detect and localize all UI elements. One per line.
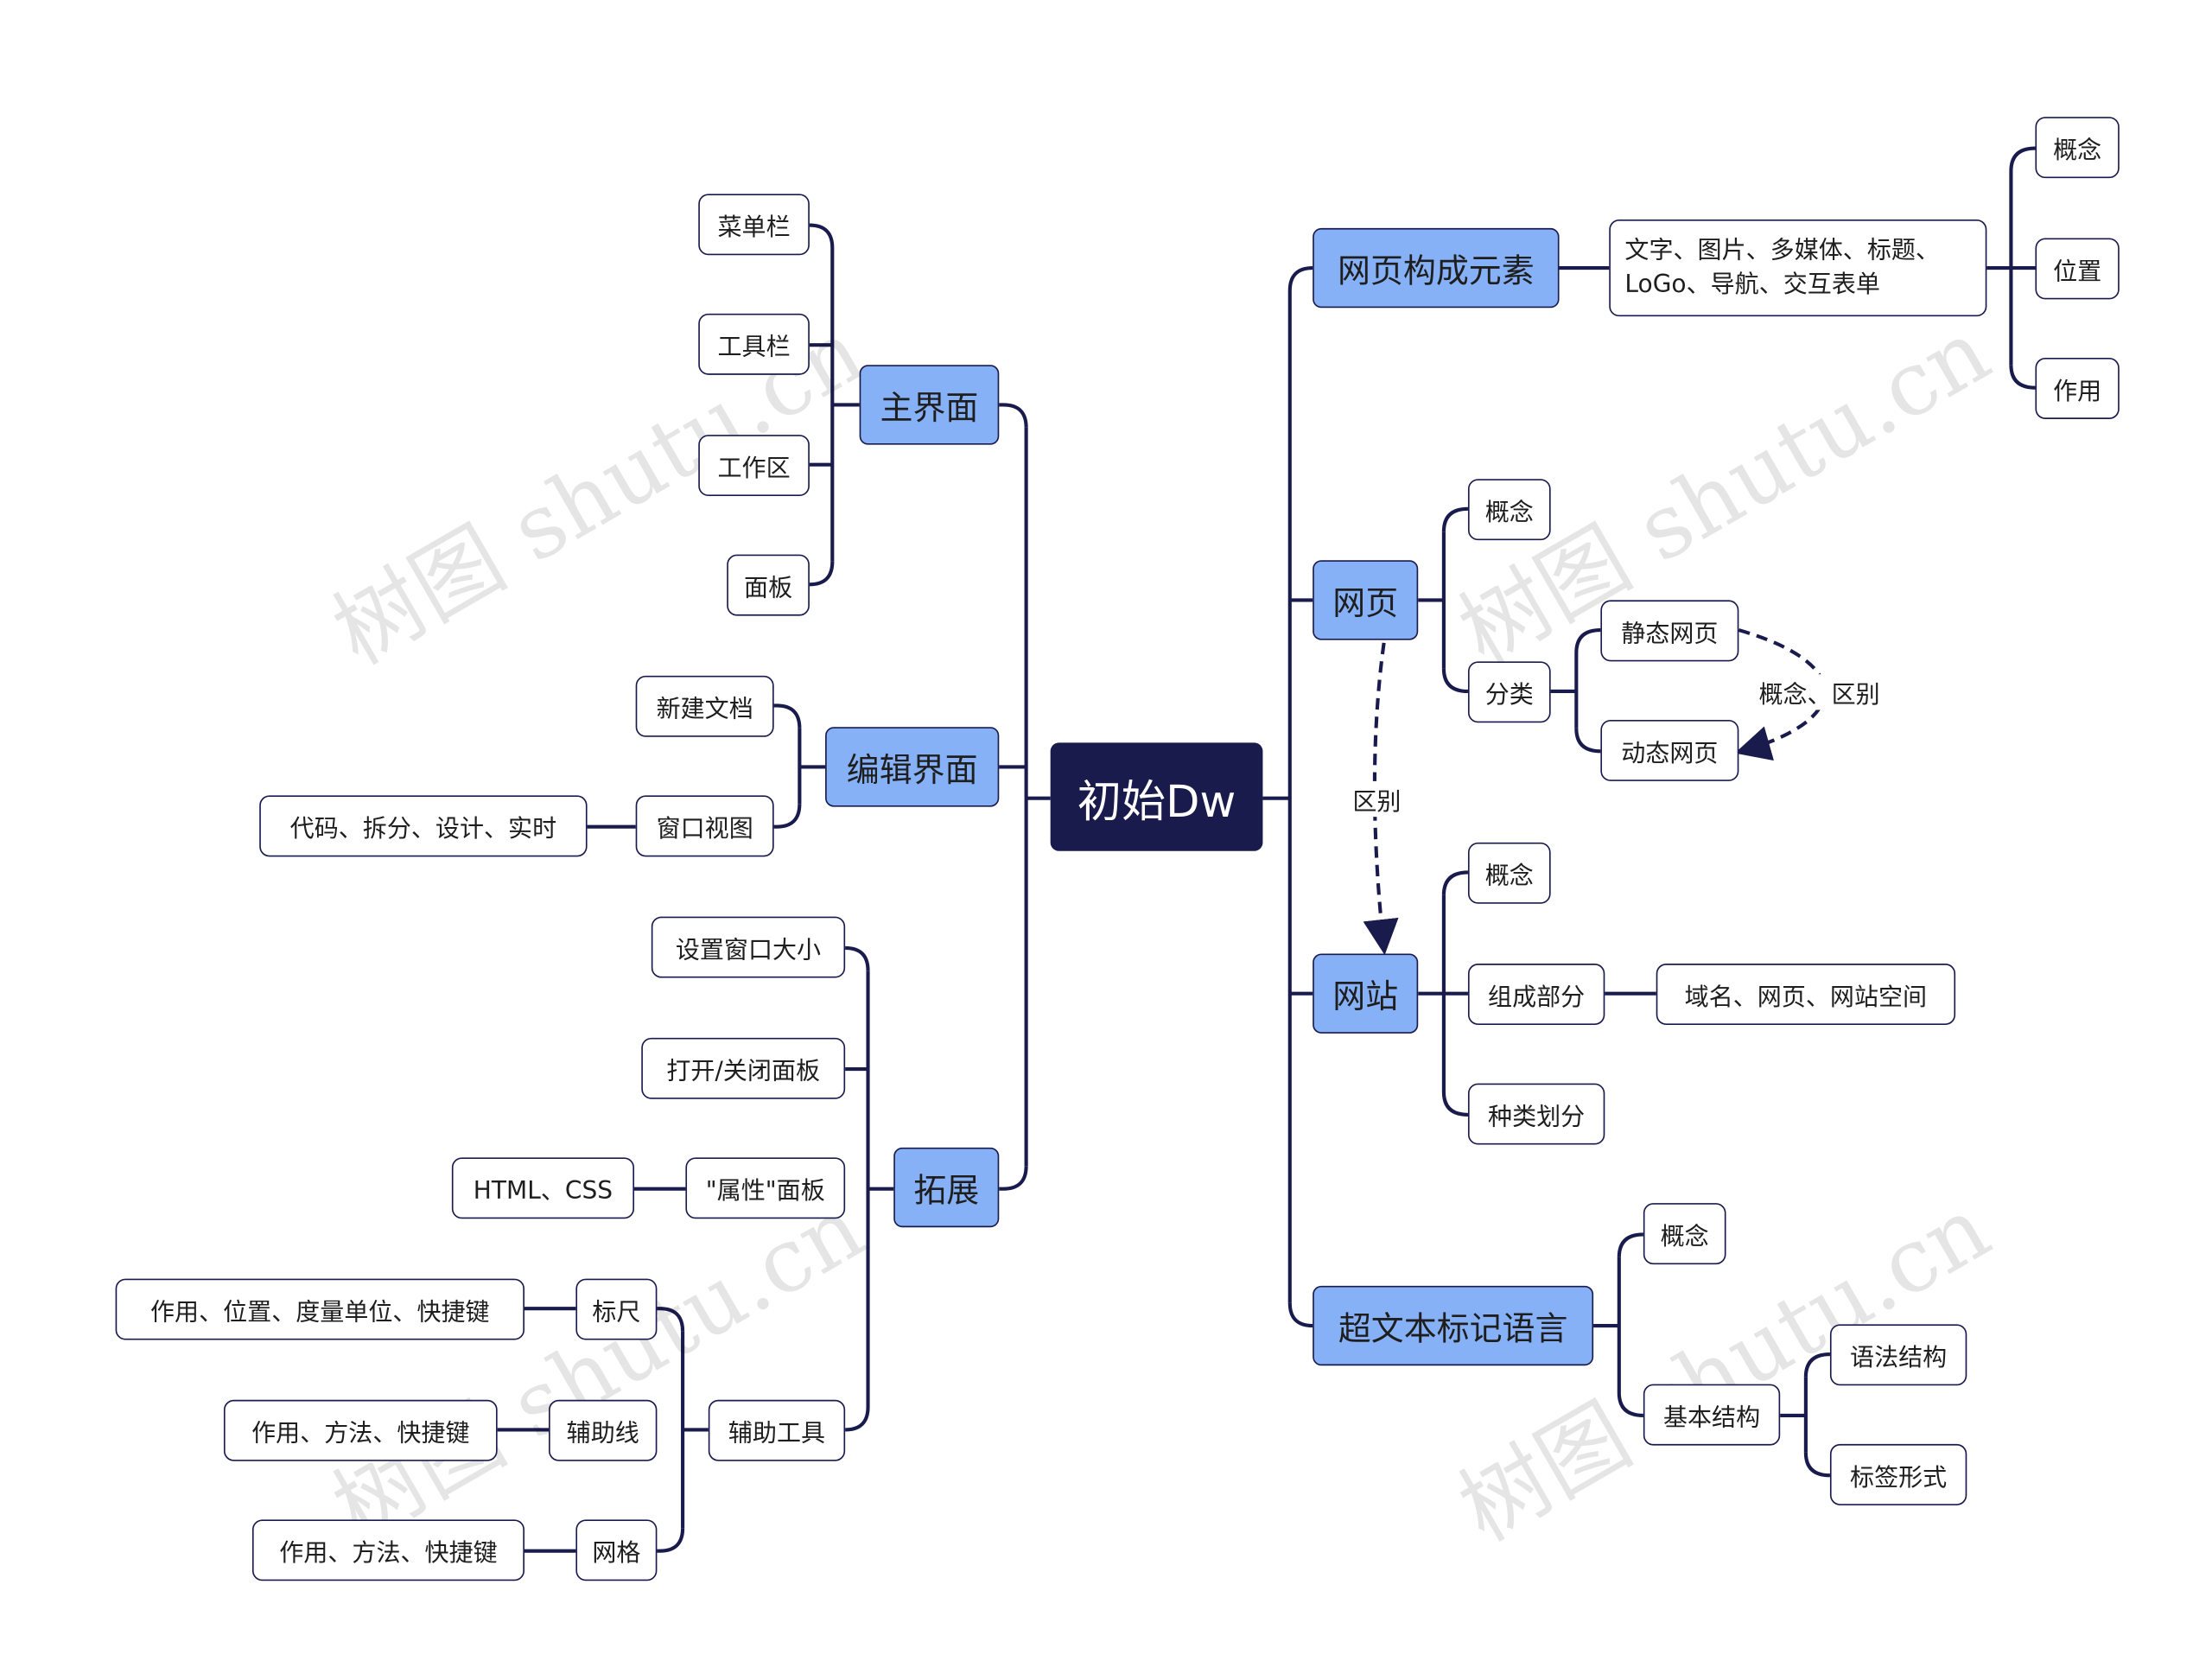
elements-concept-node[interactable]: 概念 (2035, 117, 2120, 179)
page-site-relation-label: 区别 (1350, 780, 1404, 818)
branch-webpage[interactable]: 网页 (1313, 560, 1419, 640)
branch-hypertext[interactable]: 超文本标记语言 (1313, 1285, 1594, 1366)
branch-page-elements[interactable]: 网页构成元素 (1313, 227, 1560, 309)
website-concept-node[interactable]: 概念 (1467, 842, 1551, 904)
hypertext-concept-node[interactable]: 概念 (1643, 1203, 1726, 1265)
website-types-node[interactable]: 种类划分 (1467, 1083, 1605, 1145)
view-modes-node[interactable]: 代码、拆分、设计、实时 (259, 795, 588, 857)
dynamic-page-node[interactable]: 动态网页 (1600, 719, 1739, 781)
webpage-classify-node[interactable]: 分类 (1467, 661, 1551, 723)
grid-detail-node[interactable]: 作用、方法、快捷键 (251, 1519, 525, 1581)
menu-bar-node[interactable]: 菜单栏 (698, 194, 810, 256)
branch-main-ui[interactable]: 主界面 (859, 365, 1000, 445)
elements-function-node[interactable]: 作用 (2035, 358, 2120, 419)
window-size-node[interactable]: 设置窗口大小 (651, 916, 846, 978)
branch-extend[interactable]: 拓展 (893, 1147, 1000, 1228)
guide-line-detail-node[interactable]: 作用、方法、快捷键 (223, 1399, 498, 1461)
grid-node[interactable]: 网格 (575, 1519, 658, 1581)
static-page-node[interactable]: 静态网页 (1600, 600, 1739, 662)
guide-line-node[interactable]: 辅助线 (549, 1399, 658, 1461)
panel-node[interactable]: 面板 (727, 554, 810, 616)
workspace-node[interactable]: 工作区 (698, 435, 810, 497)
properties-panel-node[interactable]: "属性"面板 (685, 1157, 846, 1219)
aux-tools-node[interactable]: 辅助工具 (708, 1399, 846, 1461)
website-parts-node[interactable]: 组成部分 (1467, 964, 1605, 1025)
new-document-node[interactable]: 新建文档 (635, 675, 774, 737)
branch-website[interactable]: 网站 (1313, 953, 1419, 1034)
branch-edit-ui[interactable]: 编辑界面 (825, 727, 1000, 807)
ruler-node[interactable]: 标尺 (575, 1278, 658, 1340)
window-view-node[interactable]: 窗口视图 (635, 795, 774, 857)
elements-position-node[interactable]: 位置 (2035, 238, 2120, 300)
tag-form-node[interactable]: 标签形式 (1829, 1443, 1967, 1505)
syntax-structure-node[interactable]: 语法结构 (1829, 1324, 1967, 1386)
elements-detail-node[interactable]: 文字、图片、多媒体、标题、LoGo、导航、交互表单 (1609, 220, 1987, 317)
basic-structure-node[interactable]: 基本结构 (1643, 1384, 1781, 1446)
toolbar-node[interactable]: 工具栏 (698, 313, 810, 375)
webpage-concept-node[interactable]: 概念 (1467, 479, 1551, 541)
static-dynamic-relation-label: 概念、区别 (1756, 674, 1883, 710)
root-node[interactable]: 初始Dw (1050, 742, 1263, 851)
toggle-panel-node[interactable]: 打开/关闭面板 (641, 1037, 846, 1099)
html-css-node[interactable]: HTML、CSS (451, 1157, 635, 1219)
website-parts-detail-node[interactable]: 域名、网页、网站空间 (1656, 964, 1956, 1025)
ruler-detail-node[interactable]: 作用、位置、度量单位、快捷键 (115, 1278, 525, 1340)
